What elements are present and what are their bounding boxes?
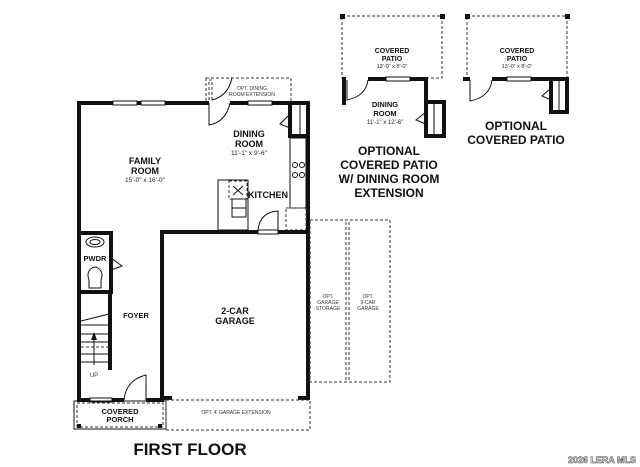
door-swing — [346, 79, 369, 101]
garage-label-1: 2-CAR — [221, 306, 249, 316]
dining-label-1: DINING — [372, 100, 398, 109]
first-floor-plan: UP FAMILY ROOM 15'-0" x 16'-0" DINING RO… — [73, 77, 391, 459]
family-room-label-2: ROOM — [131, 166, 159, 176]
stairs-up-label: UP — [90, 373, 98, 379]
dining-dims: 11'-1" x 12'-6" — [367, 120, 403, 126]
opt-3car-label-2: 3-CAR — [360, 300, 375, 306]
dining-label-2: ROOM — [373, 109, 396, 118]
opt-dining-ext-label-1: OPT. DINING — [237, 86, 267, 92]
opt-3car-label-1: OPT. — [362, 294, 373, 300]
door-swing — [469, 79, 493, 102]
pantry-door — [415, 111, 427, 125]
patio-column — [565, 14, 570, 19]
opt-garage-extension — [165, 399, 311, 431]
alt-title-line-4: EXTENSION — [354, 186, 423, 200]
garage-wall — [160, 230, 310, 400]
porch-label-1: COVERED — [101, 407, 139, 416]
opt-storage-label-3: STORAGE — [316, 306, 341, 312]
pwdr-label: PWDR — [84, 254, 107, 263]
door-opening — [470, 77, 492, 81]
alt-plan-patio: COVERED PATIO 13'-0" x 8'-0" OPTIONAL CO… — [463, 14, 570, 147]
pantry-wall — [288, 101, 310, 138]
patio-label-2: PATIO — [382, 56, 403, 63]
dining-room-label-1: DINING — [233, 129, 265, 139]
kitchen-island — [217, 179, 249, 231]
opt-3car-outline — [309, 219, 391, 383]
pantry-door — [541, 87, 552, 101]
mls-watermark: 2026 LERA MLS — [568, 455, 636, 465]
cooktop-burner — [299, 172, 305, 178]
sink-icon — [85, 236, 105, 248]
alt-title-line-2: COVERED PATIO — [340, 158, 438, 172]
window — [140, 100, 166, 106]
dishwasher — [231, 198, 247, 209]
patio-column — [465, 14, 470, 19]
dining-room-label-2: ROOM — [235, 139, 263, 149]
cooktop-burner — [292, 162, 298, 168]
window — [112, 100, 138, 106]
powder-door — [110, 257, 124, 271]
alt-title-line-2: COVERED PATIO — [467, 133, 565, 147]
sink-x — [232, 185, 244, 196]
porch-column — [77, 424, 81, 428]
toilet-icon — [87, 266, 103, 289]
opt-garage-ext-label: OPT. 4' GARAGE EXTENSION — [201, 410, 271, 416]
foyer-label: FOYER — [123, 311, 149, 320]
patio-label-2: PATIO — [507, 56, 528, 63]
opt-storage-label-1: OPT. — [322, 294, 333, 300]
window — [506, 76, 532, 82]
opt-dining-ext-label-2: ROOM EXTENSION — [229, 92, 275, 98]
porch-label-2: PORCH — [106, 415, 133, 424]
front-door-opening — [124, 398, 146, 402]
patio-label-1: COVERED — [375, 48, 410, 55]
alt-title-line-1: OPTIONAL — [358, 144, 420, 158]
covered-porch-dash — [76, 402, 164, 428]
dining-room-dims: 11'-1" x 9'-6" — [231, 150, 268, 157]
porch-column — [158, 424, 162, 428]
cooktop-burner — [299, 162, 305, 168]
alt-plan-patio-dining-ext: COVERED PATIO 13'-0" x 8'-0" DINING ROOM… — [339, 14, 446, 200]
staircase — [80, 313, 110, 365]
front-door-swing — [123, 374, 147, 401]
door-opening — [209, 101, 230, 105]
dining-ext-walls — [342, 77, 446, 138]
family-room-label-1: FAMILY — [129, 156, 161, 166]
garage-door-swing — [257, 210, 279, 231]
patio-column — [340, 14, 345, 19]
cooktop-burner — [292, 172, 298, 178]
patio-walls — [463, 77, 569, 114]
window — [385, 76, 411, 82]
garage-label-2: GARAGE — [215, 316, 255, 326]
kitchen-label: KITCHEN — [248, 190, 288, 200]
kitchen-lower-counter — [285, 207, 307, 231]
patio-dims: 13'-0" x 8'-0" — [377, 64, 408, 70]
alt-title-line-3: W/ DINING ROOM — [339, 172, 440, 186]
opt-storage-label-2: GARAGE — [317, 300, 339, 306]
garage-entry — [257, 229, 279, 235]
opt-3car-label-3: GARAGE — [357, 306, 379, 312]
patio-label-1: COVERED — [500, 48, 535, 55]
family-room-dims: 15'-0" x 16'-0" — [125, 177, 166, 184]
exterior-wall-top-right — [77, 101, 310, 232]
opt-dining-extension-wall — [208, 79, 213, 103]
alt-title-line-1: OPTIONAL — [485, 119, 547, 133]
front-window — [89, 397, 113, 403]
door-opening — [346, 77, 368, 81]
sink-basin — [89, 239, 101, 245]
patio-dims: 13'-0" x 8'-0" — [502, 64, 533, 70]
powder-wall — [77, 231, 113, 294]
door-swing — [208, 102, 231, 126]
pantry-door — [279, 113, 291, 129]
floor-title: FIRST FLOOR — [133, 440, 246, 459]
patio-column — [440, 14, 445, 19]
dishwasher — [231, 207, 247, 218]
window — [247, 100, 273, 106]
opt-door-swing — [211, 77, 233, 101]
